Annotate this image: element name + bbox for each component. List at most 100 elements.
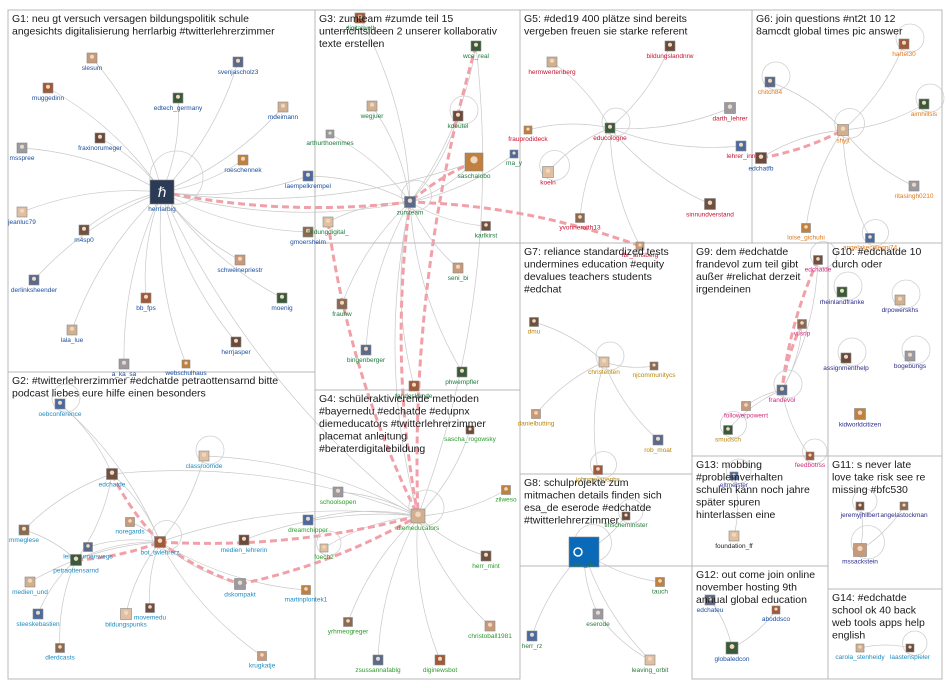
node-classroomde[interactable]: classroomde xyxy=(186,450,223,470)
node-gmoershelm[interactable]: gmoershelm xyxy=(290,226,326,246)
node-lehrer-inn[interactable]: lehrer_inn xyxy=(727,140,756,160)
node-herrjasper[interactable]: herrjasper xyxy=(221,336,251,356)
node-saschalobo[interactable]: saschalobo xyxy=(458,152,491,180)
node-medien-und[interactable]: medien_und xyxy=(12,576,48,596)
node-shyjt[interactable]: shyjt xyxy=(836,124,850,145)
node-edchatde[interactable]: edchatde xyxy=(99,468,126,489)
node-slesum[interactable]: slesum xyxy=(82,52,103,72)
node-danielbutting[interactable]: danielbutting xyxy=(518,409,555,428)
node-carola-stenheidy[interactable]: carola_stenheidy xyxy=(835,643,885,661)
node-educologne[interactable]: educologne xyxy=(593,122,627,142)
node-edchatde-g9[interactable]: edchatde xyxy=(805,255,832,274)
node-diginewsbot[interactable]: diginewsbot xyxy=(423,654,458,674)
node-noregards[interactable]: noregards xyxy=(115,517,145,536)
node-lala-lue[interactable]: lala_lue xyxy=(61,324,84,344)
node-tauch[interactable]: tauch xyxy=(652,577,668,596)
node-loise-gichuhi[interactable]: loise_gichuhi xyxy=(787,223,825,242)
node-muggedinn[interactable]: muggedinn xyxy=(32,82,65,102)
node-fbr-amsberg[interactable]: fbr_amsberg xyxy=(622,241,659,259)
node-bb-fps[interactable]: bb_fps xyxy=(136,292,157,312)
node-roeschennek[interactable]: roeschennek xyxy=(224,154,262,174)
node-mdeimann[interactable]: mdeimann xyxy=(268,101,299,121)
node-oebconference[interactable]: oebconference xyxy=(38,398,82,418)
node-rob-moat[interactable]: rob_moat xyxy=(644,434,672,454)
node-arthurthoemmes[interactable]: arthurthoemmes xyxy=(306,129,354,147)
node-webschulhaus[interactable]: webschulhaus xyxy=(164,359,207,377)
node-steeskebastien[interactable]: steeskebastien xyxy=(16,608,60,628)
node-dmu[interactable]: dmu xyxy=(528,317,541,336)
node-bingenberger[interactable]: bingenberger xyxy=(347,344,386,364)
node-bogebungs[interactable]: bogebungs xyxy=(894,350,927,370)
node-wce-real[interactable]: wce_real xyxy=(462,40,490,60)
node-frauprodideck[interactable]: frauprodideck xyxy=(508,125,548,143)
node-a-ka-sa[interactable]: a_ka_sa xyxy=(112,358,137,378)
node-koeln[interactable]: koeln xyxy=(540,166,556,187)
node-schweinepriestr[interactable]: schweinepriestr xyxy=(217,254,263,274)
node-krugkatje[interactable]: krugkatje xyxy=(249,651,276,670)
node-hartel30[interactable]: hartel30 xyxy=(892,38,916,58)
node-landeskunde[interactable]: landeskunde xyxy=(396,380,433,400)
node-jeremyjhilbert[interactable]: jeremyjhilbert xyxy=(840,501,880,519)
node-feedbotrss[interactable]: feedbotrss xyxy=(795,451,826,469)
node-edchatfb[interactable]: edchatfb xyxy=(749,152,774,173)
node-medien-lehrerin[interactable]: medien_lehrerin xyxy=(221,534,268,554)
node-chitch84[interactable]: chitch84 xyxy=(758,76,783,96)
node-dlerdcasts[interactable]: dlerdcasts xyxy=(45,643,76,662)
node-leinenurnersvegs[interactable]: leinenurnersvegs xyxy=(63,542,113,561)
node-phwempfler[interactable]: phwempfler xyxy=(445,366,480,386)
node-laempelkrempel[interactable]: laempelkrempel xyxy=(285,170,331,190)
node-smudsch[interactable]: smudsch xyxy=(715,425,741,444)
node-edchateu[interactable]: edchateu xyxy=(697,594,724,614)
node-assignmenthelp[interactable]: assignmenthelp xyxy=(823,352,869,372)
node-martinplontek1[interactable]: martinplontek1 xyxy=(285,585,328,604)
node-foech2[interactable]: foech2 xyxy=(314,543,334,561)
node-globaledcon[interactable]: globaledcon xyxy=(714,641,750,663)
node-petraottensarnd[interactable]: petraottensarnd xyxy=(53,554,99,575)
node-esa-de[interactable]: esa_de xyxy=(568,536,600,569)
node-wegjuer[interactable]: wegjuer xyxy=(360,100,385,120)
node-laastenspieler[interactable]: laastenspieler xyxy=(890,643,931,661)
node-zsussannafablg[interactable]: zsussannafablg xyxy=(355,654,401,674)
node-eserode[interactable]: eserode xyxy=(586,608,610,628)
node-herr-mint[interactable]: herr_mint xyxy=(472,550,500,570)
node-msspree[interactable]: msspree xyxy=(10,142,35,162)
node-drpowerskhs[interactable]: drpowerskhs xyxy=(882,294,920,314)
node-bildungspunks[interactable]: bildungspunks xyxy=(105,608,148,629)
node-tinscheminister[interactable]: tinscheminister xyxy=(604,511,649,529)
node-vilsrip[interactable]: vilsrip xyxy=(794,319,811,338)
node-diemeducators[interactable]: diemeducators xyxy=(397,508,440,532)
node-angelastockman[interactable]: angelastockman xyxy=(880,501,928,519)
node-digitalwelt[interactable]: _digitalwelt_ xyxy=(341,12,378,32)
node-schoolsopen[interactable]: schoolsopen xyxy=(320,486,357,506)
node-mssackstein[interactable]: mssackstein xyxy=(842,543,878,566)
node-ma-y[interactable]: ma_y xyxy=(506,149,523,167)
node-sinnundverstand[interactable]: sinnundverstand xyxy=(686,198,734,219)
node-aboddsco[interactable]: aboddsco xyxy=(762,605,791,623)
node-kidworldcitizen[interactable]: kidworldcitizen xyxy=(839,408,882,429)
node-dskompakt[interactable]: dskompakt xyxy=(224,578,256,599)
node-yvonnerotth13[interactable]: yvonnerotth13 xyxy=(559,213,601,232)
node-herr-rz[interactable]: herr_rz xyxy=(522,630,543,650)
node-sascha-rogowsky[interactable]: sascha_rogowsky xyxy=(444,425,497,443)
node-movemedu[interactable]: movemedu xyxy=(134,603,167,622)
node-m4sp0[interactable]: m4sp0 xyxy=(74,224,94,244)
node-bildungslandnrw[interactable]: bildungslandnrw xyxy=(647,40,694,60)
node-zumteam[interactable]: zumteam xyxy=(397,196,424,217)
node-rheinlandfranke[interactable]: rheinlandfranke xyxy=(820,286,865,306)
node-bot-twlehrerz[interactable]: bot_twlehrerz xyxy=(140,536,180,557)
node-frauhw[interactable]: frauhw xyxy=(332,298,352,318)
node-ritasingh0210[interactable]: ritasingh0210 xyxy=(894,180,934,200)
node-derlinksheender[interactable]: derlinksheender xyxy=(11,274,58,294)
node-darth-lehrer[interactable]: darth_lehrer xyxy=(712,102,748,123)
node-moenig[interactable]: moenig xyxy=(271,292,293,312)
node-karlkirst[interactable]: karlkirst xyxy=(475,221,498,240)
node-zilweso[interactable]: zilweso xyxy=(495,485,517,504)
node-followerpowerrt[interactable]: followerpowerrt xyxy=(724,401,768,420)
node-johnmelanenhs[interactable]: johnmelanenhs xyxy=(575,465,621,484)
node-frandevol[interactable]: frandevol xyxy=(769,384,796,404)
node-aimhillsis[interactable]: aimhillsis xyxy=(911,98,938,118)
node-foundation-ff[interactable]: foundation_ff xyxy=(715,530,753,550)
node-christenten[interactable]: christenten xyxy=(588,356,620,376)
node-fraxinorumeger[interactable]: fraxinorumeger xyxy=(78,132,123,152)
